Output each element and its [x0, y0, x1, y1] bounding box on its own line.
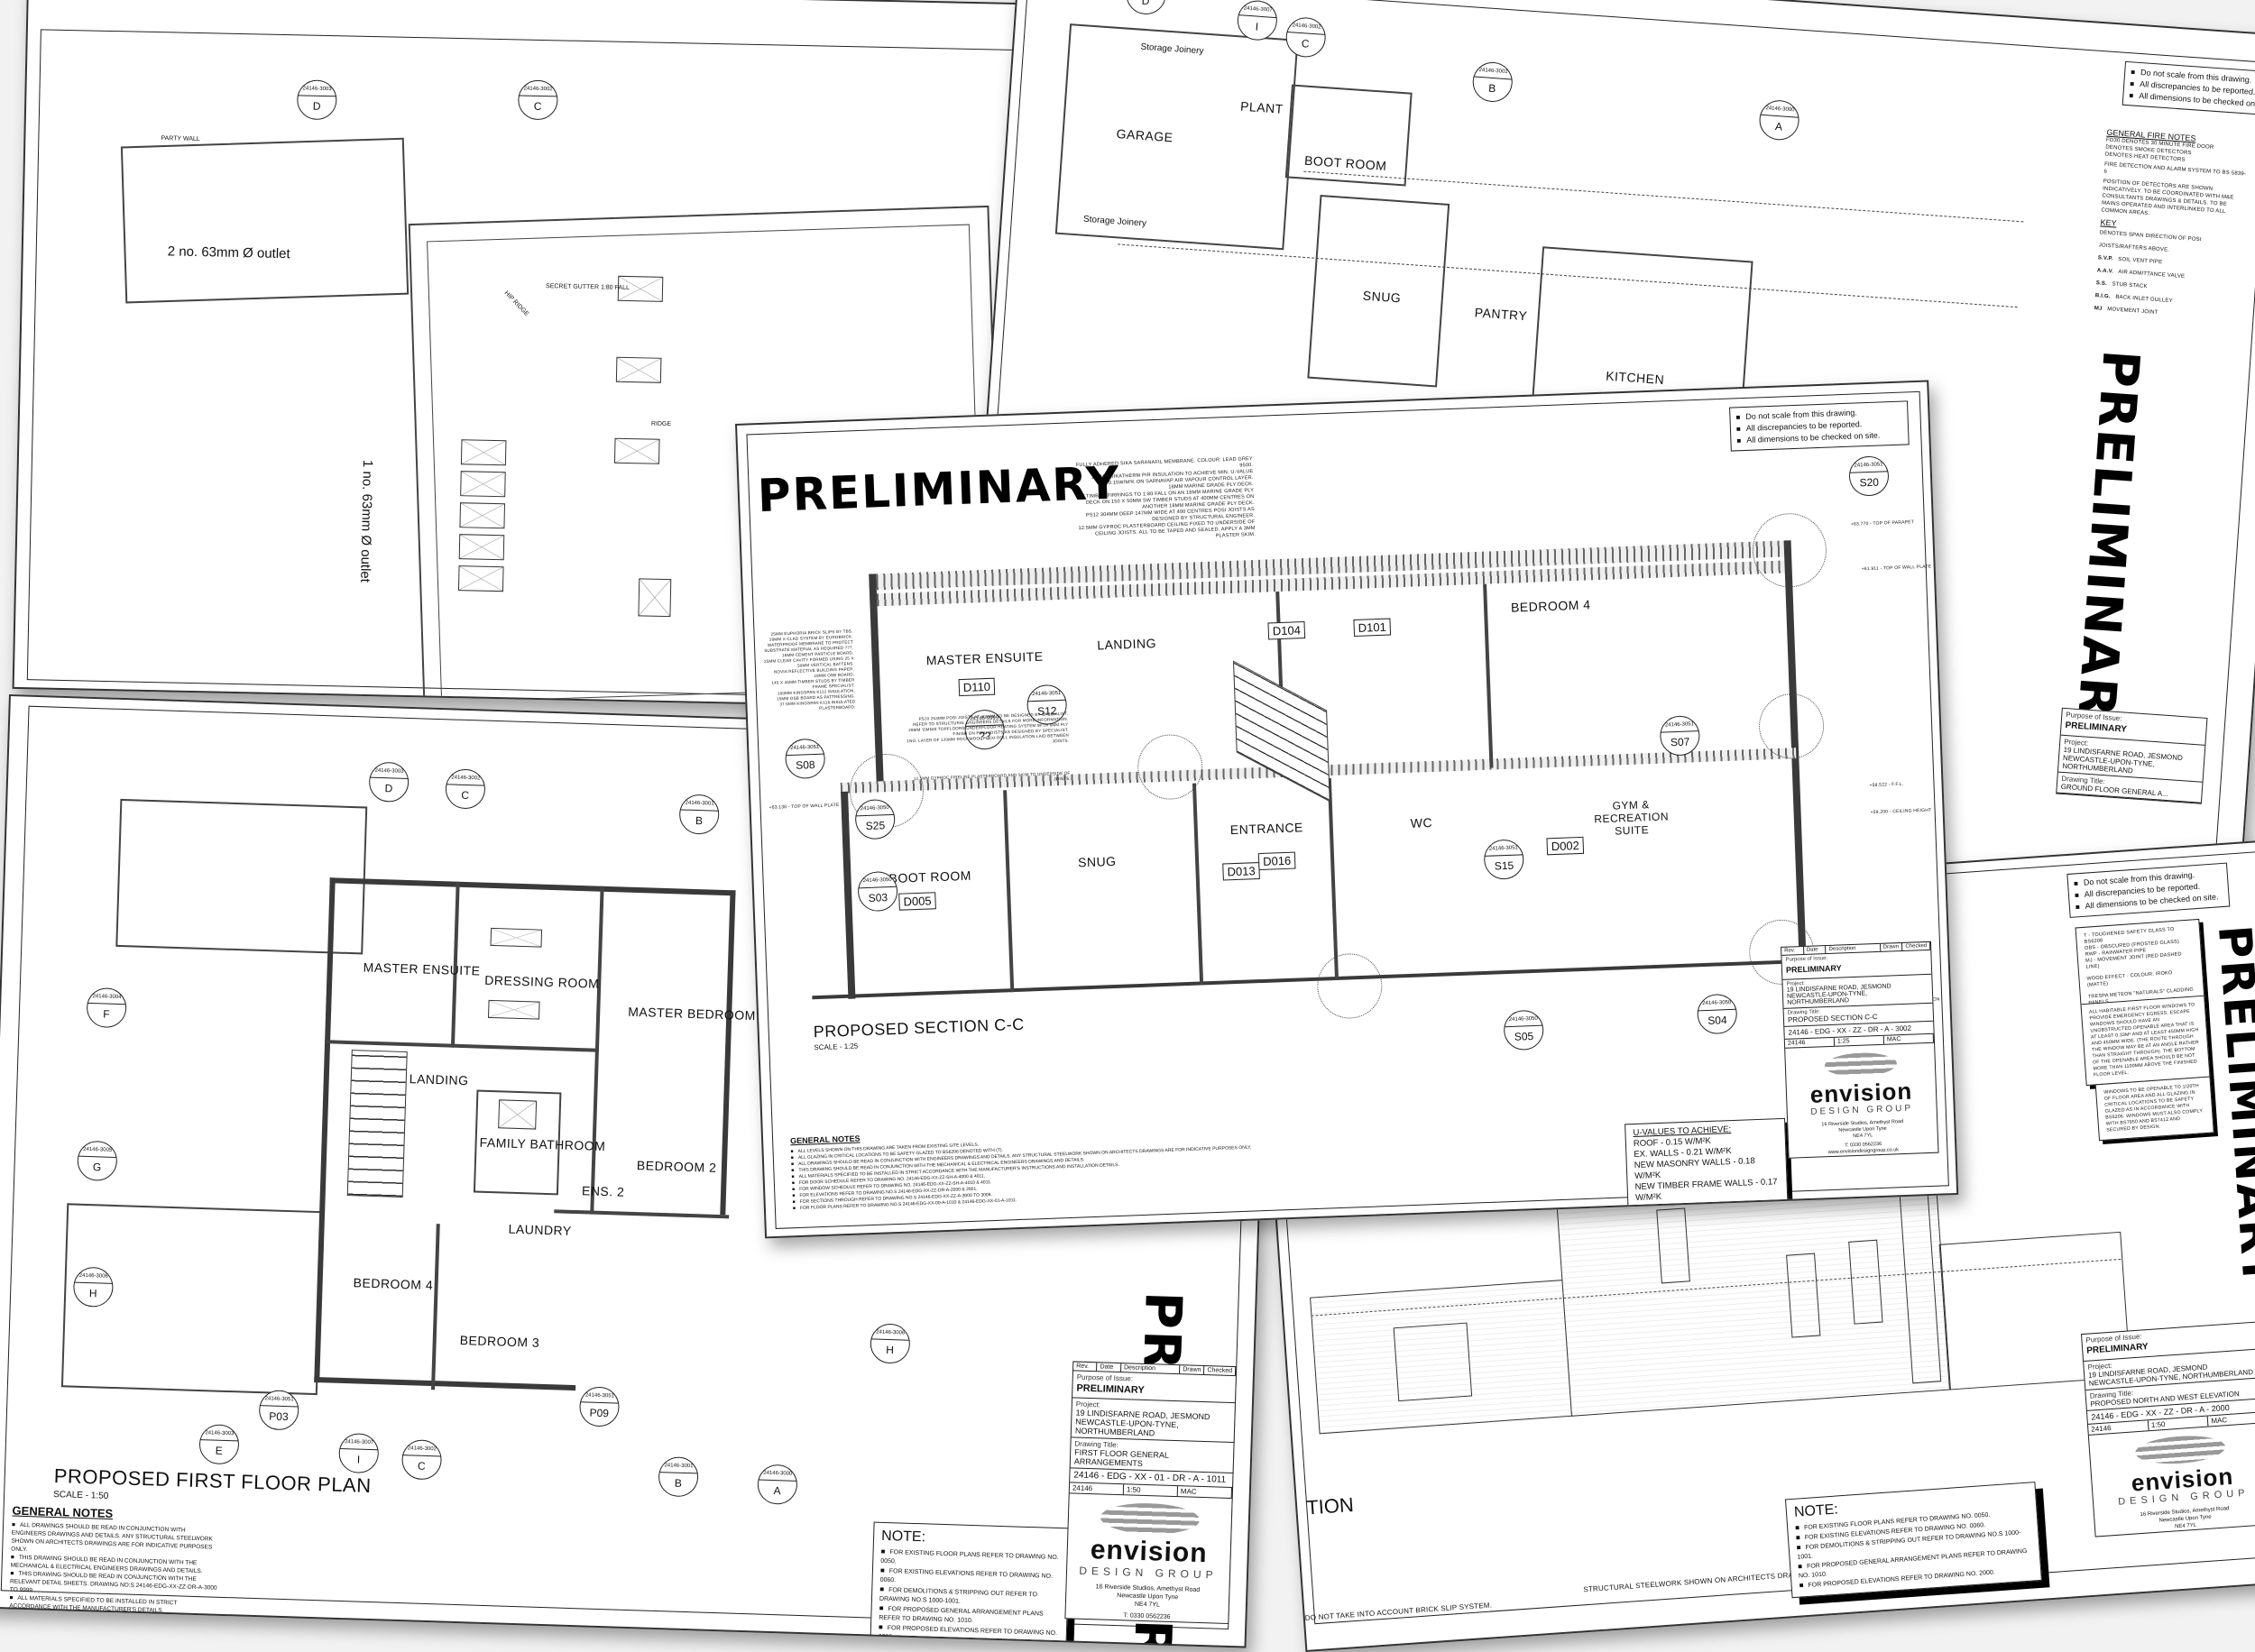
door-tag-d002: D002: [1546, 836, 1585, 856]
room-landing: LANDING: [1096, 636, 1157, 653]
fire-notes: GENERAL FIRE NOTES FD30 DENOTES 30 MINUT…: [2094, 127, 2247, 317]
room-laundry: LAUNDRY: [508, 1221, 573, 1238]
room-ens-2: ENS. 2: [581, 1183, 625, 1199]
door-tag-d013: D013: [1222, 862, 1260, 881]
section-scale: SCALE - 1:25: [814, 1042, 859, 1052]
room-dressing-room: DRESSING ROOM: [484, 972, 600, 991]
room-entrance: ENTRANCE: [1229, 820, 1304, 838]
wall-spec: 25mm EUPHORIA BRICK SLIPS BY TBS. 20mm X…: [763, 629, 856, 711]
door-tag-d101: D101: [1353, 618, 1392, 638]
door-tag-d005: D005: [898, 892, 936, 911]
room-wc: WC: [1410, 814, 1433, 831]
first-floor-plan: MASTER ENSUITE DRESSING ROOM MASTER BEDR…: [314, 877, 756, 1395]
room-bedroom-4: BEDROOM 4: [1510, 597, 1591, 615]
door-tag-d110: D110: [958, 677, 996, 697]
room-boot-room: BOOT ROOM: [888, 867, 972, 886]
room-gym: GYM & RECREATION SUITE: [1594, 798, 1670, 838]
room-plant: PLANT: [1239, 98, 1284, 116]
company-logo-icon: [1823, 1051, 1897, 1078]
elevation-title: TION: [1305, 1492, 1355, 1519]
outlet-label-2: 2 no. 63mm Ø outlet: [167, 243, 290, 262]
floor-spec: PS10 253mm POSI JOISTS AT 400mm TO BE DE…: [907, 711, 1071, 782]
room-master-bedroom: MASTER BEDROOM: [628, 1004, 757, 1023]
roof-spec: FULLY ADHERED SIKA SARANAFIL MEMBRANE. C…: [1075, 456, 1256, 539]
first-floor-note-box: NOTE: FOR EXISTING FLOOR PLANS REFER TO …: [866, 1521, 1071, 1648]
first-floor-scale: SCALE - 1:50: [52, 1489, 109, 1501]
title-block-elevation: Purpose of Issue:PRELIMINARY Project:19 …: [2080, 1321, 2255, 1537]
company-logo-icon: [1100, 1501, 1201, 1536]
adjacent-roof-outline: [120, 137, 410, 304]
egress-note: ALL HABITABLE FIRST FLOOR WINDOWS TO PRO…: [2080, 995, 2211, 1087]
room-landing: LANDING: [409, 1071, 469, 1088]
room-bedroom-3: BEDROOM 3: [459, 1333, 540, 1350]
elevation-note-box: NOTE: FOR EXISTING FLOOR PLANS REFER TO …: [1784, 1482, 2042, 1599]
room-master-ensuite: MASTER ENSUITE: [925, 648, 1044, 668]
outlet-label-1: 1 no. 63mm Ø outlet: [357, 459, 375, 583]
room-snug: SNUG: [1077, 853, 1117, 870]
room-bedroom-4: BEDROOM 4: [353, 1275, 434, 1293]
title-block-ground: Purpose of Issue:PRELIMINARY Project:19 …: [2056, 707, 2208, 804]
door-tag-d016: D016: [1257, 851, 1296, 871]
room-master-ensuite: MASTER ENSUITE: [363, 959, 481, 978]
glazing-note: WINDOWS TO BE OPENABLE TO 1/20th OF FLOO…: [2094, 1076, 2214, 1142]
company-logo-icon: [2134, 1433, 2227, 1467]
room-snug: SNUG: [1362, 288, 1402, 306]
door-tag-d104: D104: [1267, 621, 1306, 640]
section-sheet: PRELIMINARY Do not scale from this drawi…: [735, 380, 1959, 1239]
room-bedroom-2: BEDROOM 2: [636, 1158, 717, 1175]
first-floor-general-notes: GENERAL NOTES ALL DRAWINGS SHOULD BE REA…: [9, 1504, 220, 1617]
disclaimer-box: Do not scale from this drawing. All disc…: [1729, 400, 1910, 452]
ridge-label: RIDGE: [650, 420, 672, 428]
